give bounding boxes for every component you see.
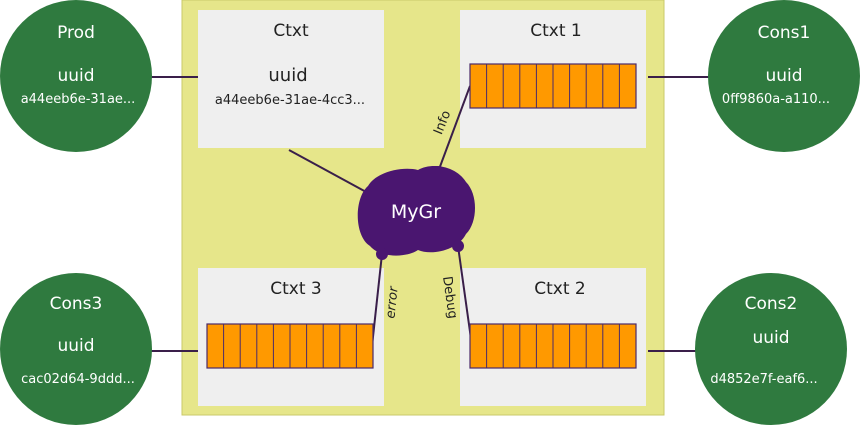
link-group-ctxt [288,149,369,194]
node-uuid-label-prod: uuid [57,66,94,86]
context-title-ctxt: Ctxt [273,21,309,41]
link-group-ctxt1 [437,85,471,173]
node-uuid-label-cons3: uuid [57,336,94,356]
context-title-ctxt1: Ctxt 1 [530,21,581,41]
group-port-debug [452,240,464,252]
node-title-cons3: Cons3 [50,294,103,314]
group-port-error [376,248,388,260]
context-uuid-ctxt: a44eeb6e-31ae-4cc3... [215,93,365,108]
node-cons3[interactable]: Cons3 uuid cac02d64-9ddd... [0,273,152,425]
context-box-ctxt[interactable] [198,10,384,148]
group-label: MyGr [391,201,441,223]
link-group-ctxt3 [371,253,383,347]
node-uuid-prod: a44eeb6e-31ae... [21,92,136,107]
node-uuid-cons1: 0ff9860a-a110... [722,92,830,107]
node-uuid-label-cons2: uuid [752,328,789,348]
node-title-prod: Prod [57,23,95,43]
queue-ctxt1 [469,63,637,109]
node-uuid-label-cons1: uuid [765,66,802,86]
context-title-ctxt2: Ctxt 2 [534,279,585,299]
node-title-cons1: Cons1 [758,23,811,43]
group-port-info [432,166,444,178]
node-prod[interactable]: Prod uuid a44eeb6e-31ae... [0,0,152,152]
node-cons2[interactable]: Cons2 uuid d4852e7f-eaf6... [695,273,847,425]
context-uuid-label-ctxt: uuid [268,65,307,86]
node-title-cons2: Cons2 [745,294,798,314]
node-uuid-cons2: d4852e7f-eaf6... [710,372,817,387]
group-mygr[interactable]: MyGr [357,166,475,260]
edge-label-error: error [383,284,401,319]
context-title-ctxt3: Ctxt 3 [270,279,321,299]
edge-label-debug: Debug [439,275,460,319]
node-uuid-cons3: cac02d64-9ddd... [21,372,135,387]
queue-ctxt2 [469,323,637,369]
node-cons1[interactable]: Cons1 uuid 0ff9860a-a110... [708,0,860,152]
queue-ctxt3 [206,323,374,369]
